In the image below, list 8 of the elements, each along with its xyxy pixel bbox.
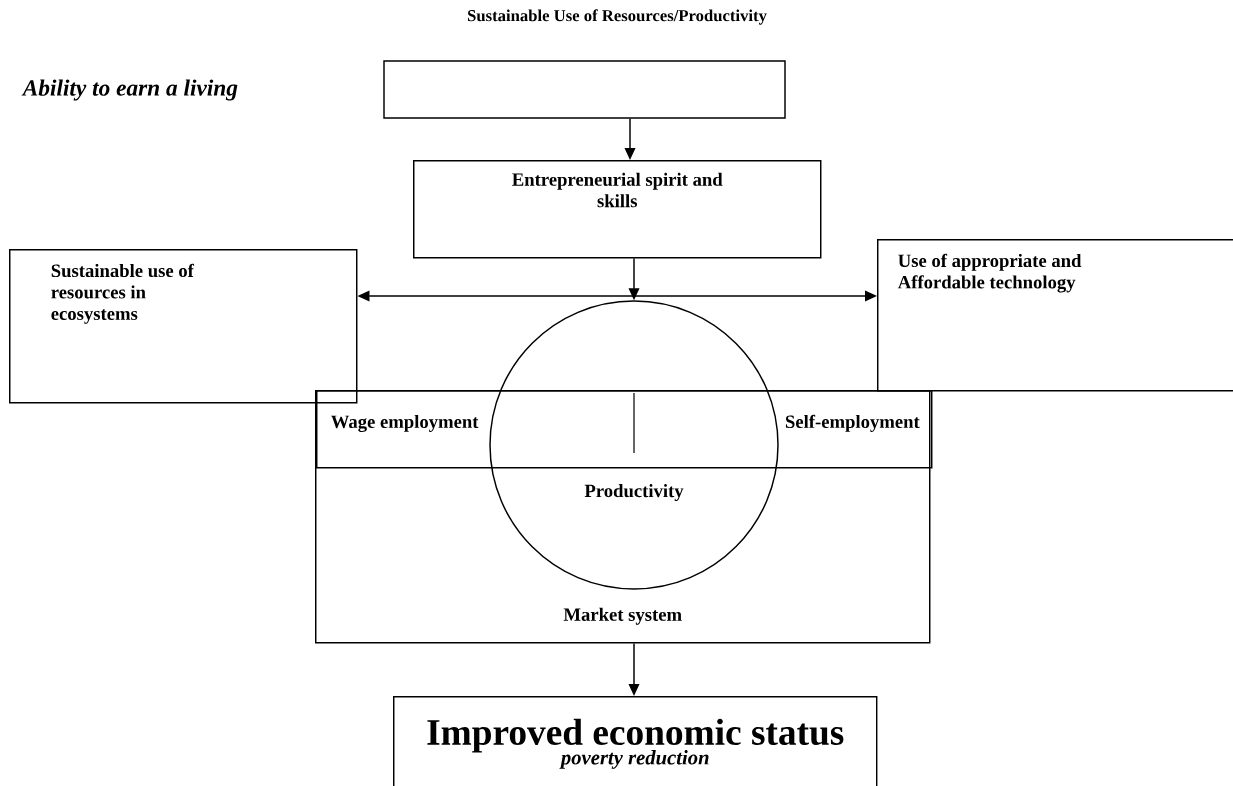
process-box: Entrepreneurial spirit and skills [413,160,822,259]
caption-text: Ability to earn a living [21,79,238,101]
process-box: Sustainable use of resources in ecosystems [9,249,358,404]
title: Sustainable Use of Resources/Productivity [467,9,767,25]
empty-box [383,60,786,119]
process-box: Use of appropriate and Affordable technology [877,239,1233,392]
outcome-box: Improved economic status poverty reduction [393,696,878,786]
employment-band: Wage employment Self-employment [316,390,933,469]
